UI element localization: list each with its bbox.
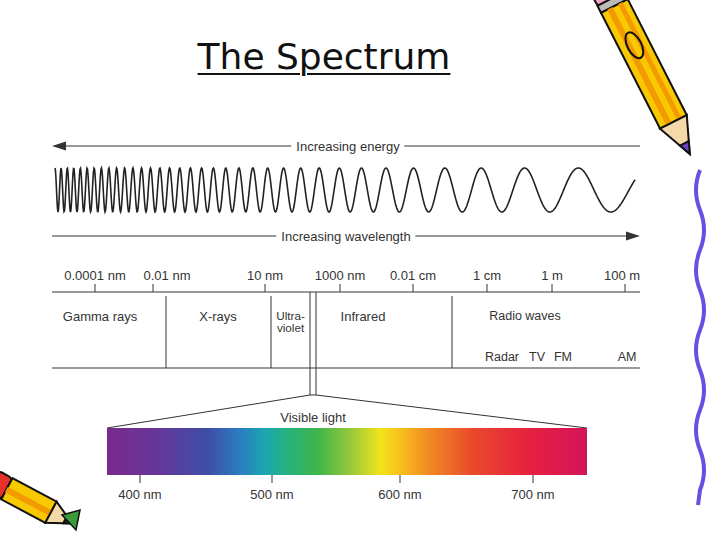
- band-name: Ultra- violet: [272, 310, 310, 334]
- page-title: The Spectrum: [198, 36, 451, 78]
- scale-value: 0.01 cm: [390, 268, 436, 283]
- decor-shape: [62, 510, 80, 530]
- band-name: Radio waves: [489, 309, 561, 324]
- decor-squiggle: [696, 170, 704, 505]
- scale-value: 1 cm: [473, 268, 501, 283]
- wavelength-value: 600 nm: [378, 487, 421, 502]
- wave-curve: [55, 168, 635, 212]
- band-name: Infrared: [341, 309, 386, 324]
- pencil-icon: [0, 471, 78, 534]
- wavelength-value: 700 nm: [511, 487, 554, 502]
- axis-label: Increasing wavelength: [276, 229, 415, 244]
- visible-spectrum-bar: Visible light: [107, 428, 587, 475]
- scale-value: 10 nm: [247, 268, 283, 283]
- spectrum-band: Radio wavesRadar TV FM AM: [452, 292, 640, 368]
- spectrum-band: Infrared: [316, 292, 452, 368]
- wavelength-value: 400 nm: [118, 487, 161, 502]
- band-heading: Visible light: [280, 410, 346, 425]
- scale-value: 1000 nm: [315, 268, 366, 283]
- visible-ticks: [140, 475, 533, 483]
- spectrum-band: Gamma rays: [52, 292, 166, 368]
- spectrum-band: Ultra- violet: [271, 292, 310, 368]
- scale-value: 100 m: [604, 268, 640, 283]
- band-use: TV: [529, 350, 545, 365]
- scale-ticks: [95, 284, 625, 292]
- wavelength-value: 500 nm: [250, 487, 293, 502]
- band-name: X-rays: [199, 309, 237, 324]
- arrow-head: [626, 232, 640, 241]
- axis-label: Increasing energy: [291, 139, 404, 154]
- arrow-head: [52, 142, 66, 151]
- scale-value: 1 m: [541, 268, 563, 283]
- band-use: Radar: [485, 350, 519, 365]
- scale-value: 0.0001 nm: [64, 268, 125, 283]
- band-use: FM: [554, 350, 572, 365]
- band-lines: [52, 292, 640, 428]
- band-name: Gamma rays: [63, 309, 137, 324]
- band-use: AM: [618, 350, 637, 365]
- scale-value: 0.01 nm: [144, 268, 191, 283]
- pencil-icon: [589, 0, 703, 161]
- spectrum-band: X-rays: [166, 292, 271, 368]
